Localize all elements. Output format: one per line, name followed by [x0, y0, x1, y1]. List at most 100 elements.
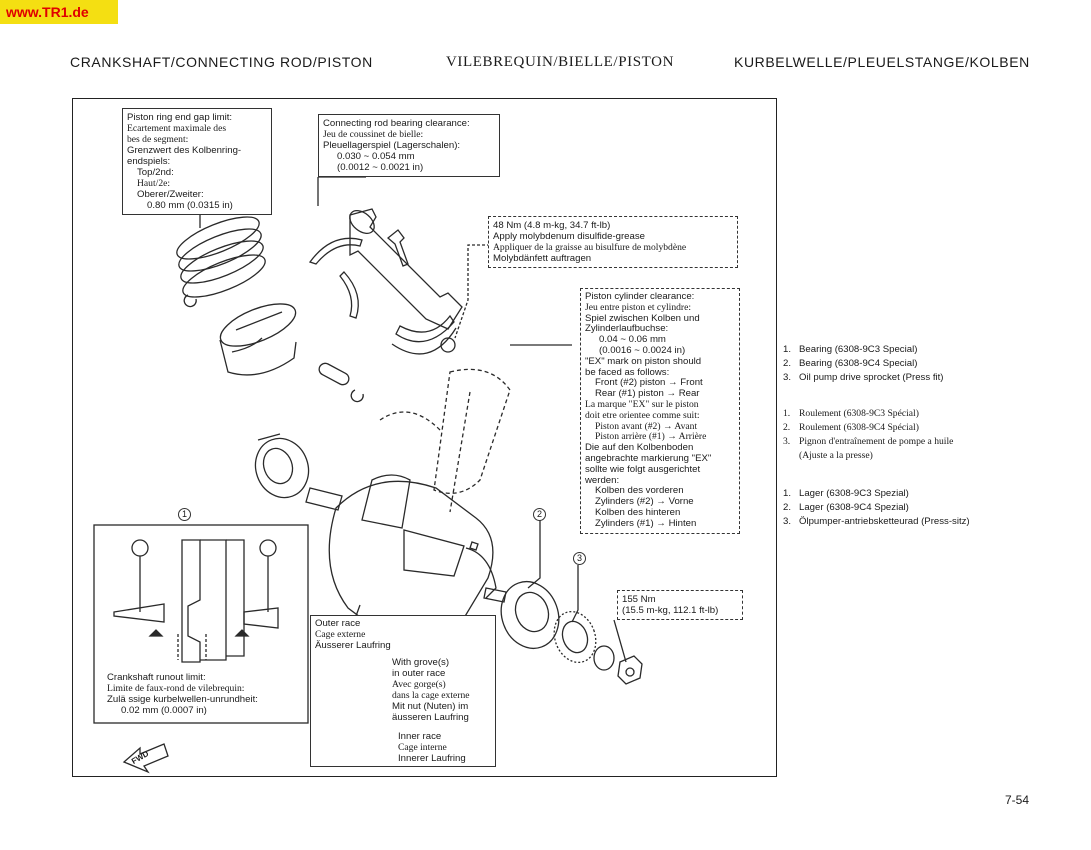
rod-torque-line: Apply molybdenum disulfide-grease — [493, 231, 645, 242]
watermark: www.TR1.de — [0, 0, 118, 24]
legend-text: Bearing (6308-9C4 Special) — [799, 358, 918, 369]
ring-gap-line: Piston ring end gap limit: — [127, 112, 233, 123]
runout-line: Zulä ssige kurbelwellen-unrundheit: — [107, 694, 258, 705]
legend-number: 2. — [783, 422, 791, 433]
nut-torque-value: (15.5 m-kg, 112.1 ft-lb) — [622, 605, 719, 616]
runout-value: 0.02 mm (0.0007 in) — [121, 705, 207, 716]
outer-race-line: Äusserer Laufring — [315, 640, 391, 651]
ring-gap-line: bes de segment: — [127, 134, 189, 145]
ring-gap-line: Haut/2e: — [137, 178, 171, 189]
piston-note-line: Zylinders (#2) → Vorne — [595, 496, 694, 508]
grove-line: With grove(s) — [392, 657, 450, 668]
legend-item: 3. Ölpumper-antriebsketteurad (Press-sitz… — [783, 515, 970, 529]
page-title-fr: VILEBREQUIN/BIELLE/PISTON — [446, 54, 675, 70]
runout-line: Crankshaft runout limit: — [107, 672, 206, 683]
legend-text: Lager (6308-9C4 Spezial) — [799, 502, 909, 513]
rod-clearance-line: Connecting rod bearing clearance: — [323, 118, 470, 129]
callout-2: 2 — [533, 508, 546, 521]
grove-line: in outer race — [392, 668, 446, 679]
legend-number: 3. — [783, 516, 792, 527]
legend-item: 1. Roulement (6308-9C3 Spécial) — [783, 407, 953, 421]
ring-gap-line: Ecartement maximale des — [127, 123, 227, 134]
legend-text: Pignon d'entraînement de pompe a huile — [799, 436, 954, 447]
piston-note-line: "EX" mark on piston should — [585, 355, 702, 367]
piston-note-line: Kolben des vorderen — [595, 485, 684, 497]
piston-note-line: doit etre orientee comme suit: — [585, 409, 700, 421]
legend-number: 1. — [783, 408, 791, 419]
rod-clearance-value: (0.0012 ~ 0.0021 in) — [337, 162, 424, 173]
legend-text: Lager (6308-9C3 Spezial) — [799, 488, 909, 499]
ring-gap-value: 0.80 mm (0.0315 in) — [147, 200, 233, 211]
legend-number: 1. — [783, 344, 792, 355]
grove-line: Avec gorge(s) — [392, 679, 446, 690]
legend-item: (Ajuste a la presse) — [783, 449, 953, 463]
legend-item: 2. Bearing (6308-9C4 Special) — [783, 357, 943, 371]
piston-note-line: La marque "EX" sur le piston — [585, 398, 699, 410]
piston-note-line: Jeu entre piston et cylindre: — [585, 301, 692, 313]
legend-text: Roulement (6308-9C4 Spécial) — [799, 422, 919, 433]
legend-number: 1. — [783, 488, 792, 499]
outer-race-line: Cage externe — [315, 629, 366, 640]
grove-line: dans la cage externe — [392, 690, 470, 701]
legend-number: 3. — [783, 436, 791, 447]
inner-race-note: Inner race Cage interne Innerer Laufring — [398, 731, 466, 764]
rod-torque-value: 48 Nm (4.8 m-kg, 34.7 ft-lb) — [493, 220, 611, 231]
legend-text: (Ajuste a la presse) — [799, 450, 873, 461]
piston-note-line: be faced as follows: — [585, 366, 670, 378]
ring-gap-line: Top/2nd: — [137, 167, 174, 178]
piston-clearance-value: (0.0016 ~ 0.0024 in) — [599, 344, 686, 356]
callout-1: 1 — [178, 508, 191, 521]
piston-note-line: Piston avant (#2) → Avant — [595, 420, 698, 432]
outer-race-line: Outer race — [315, 618, 361, 629]
rod-torque-note: 48 Nm (4.8 m-kg, 34.7 ft-lb) Apply molyb… — [488, 216, 738, 268]
diagram-frame — [72, 98, 777, 777]
rod-clearance-note: Connecting rod bearing clearance: Jeu de… — [318, 114, 500, 177]
legend-item: 2. Lager (6308-9C4 Spezial) — [783, 501, 970, 515]
grove-line: äusseren Laufring — [392, 712, 469, 723]
piston-note-line: Die auf den Kolbenboden — [585, 442, 694, 454]
ring-gap-note: Piston ring end gap limit: Ecartement ma… — [122, 108, 272, 215]
legend-number: 3. — [783, 372, 792, 383]
rod-clearance-line: Pleuellagerspiel (Lagerschalen): — [323, 140, 461, 151]
legend-number — [783, 449, 799, 463]
legend-item: 3. Pignon d'entraînement de pompe a huile — [783, 435, 953, 449]
piston-clearance-note: Piston cylinder clearance: Jeu entre pis… — [580, 288, 740, 534]
piston-note-line: Piston cylinder clearance: — [585, 291, 695, 302]
legend-number: 2. — [783, 358, 792, 369]
inner-race-line: Innerer Laufring — [398, 753, 466, 764]
inner-race-line: Cage interne — [398, 742, 447, 753]
page-title-en: CRANKSHAFT/CONNECTING ROD/PISTON — [70, 54, 373, 70]
rod-clearance-value: 0.030 ~ 0.054 mm — [337, 151, 415, 162]
piston-note-line: Piston arrière (#1) → Arrière — [595, 431, 707, 443]
piston-note-line: Rear (#1) piston → Rear — [595, 388, 700, 400]
legend-item: 2. Roulement (6308-9C4 Spécial) — [783, 421, 953, 435]
piston-note-line: Zylinders (#1) → Hinten — [595, 517, 697, 529]
grove-line: Mit nut (Nuten) im — [392, 701, 469, 712]
legend-text: Roulement (6308-9C3 Spécial) — [799, 408, 919, 419]
ring-gap-line: endspiels: — [127, 156, 171, 167]
rod-torque-line: Appliquer de la graisse au bisulfure de … — [493, 242, 687, 253]
legend-text: Ölpumper-antriebsketteurad (Press-sitz) — [799, 516, 970, 527]
legend-fr: 1. Roulement (6308-9C3 Spécial) 2. Rouleme… — [783, 407, 953, 463]
inner-race-line: Inner race — [398, 731, 442, 742]
piston-note-line: Front (#2) piston → Front — [595, 377, 703, 389]
legend-de: 1. Lager (6308-9C3 Spezial) 2. Lager (6308… — [783, 487, 970, 529]
rod-torque-line: Molybdänfett auftragen — [493, 253, 592, 264]
legend-item: 1. Bearing (6308-9C3 Special) — [783, 343, 943, 357]
page-title-de: KURBELWELLE/PLEUELSTANGE/KOLBEN — [734, 54, 1030, 70]
legend-en: 1. Bearing (6308-9C3 Special) 2. Bearing (… — [783, 343, 943, 385]
grove-note: With grove(s) in outer race Avec gorge(s… — [392, 657, 470, 723]
ring-gap-line: Grenzwert des Kolbenring- — [127, 145, 242, 156]
piston-clearance-value: 0.04 ~ 0.06 mm — [599, 334, 666, 346]
legend-text: Bearing (6308-9C3 Special) — [799, 344, 918, 355]
legend-item: 3. Oil pump drive sprocket (Press fit) — [783, 371, 943, 385]
piston-note-line: Spiel zwischen Kolben und — [585, 312, 700, 324]
page-number: 7-54 — [1005, 793, 1030, 807]
runout-note: Crankshaft runout limit: Limite de faux-… — [107, 672, 258, 716]
runout-line: Limite de faux-rond de vilebrequin: — [107, 683, 245, 694]
bearing-detail-box: Outer race Cage externe Äusserer Laufrin… — [310, 615, 496, 767]
legend-text: Oil pump drive sprocket (Press fit) — [799, 372, 944, 383]
piston-note-line: angebrachte markierung "EX" — [585, 452, 712, 464]
ring-gap-line: Oberer/Zweiter: — [137, 189, 204, 200]
legend-number: 2. — [783, 502, 792, 513]
